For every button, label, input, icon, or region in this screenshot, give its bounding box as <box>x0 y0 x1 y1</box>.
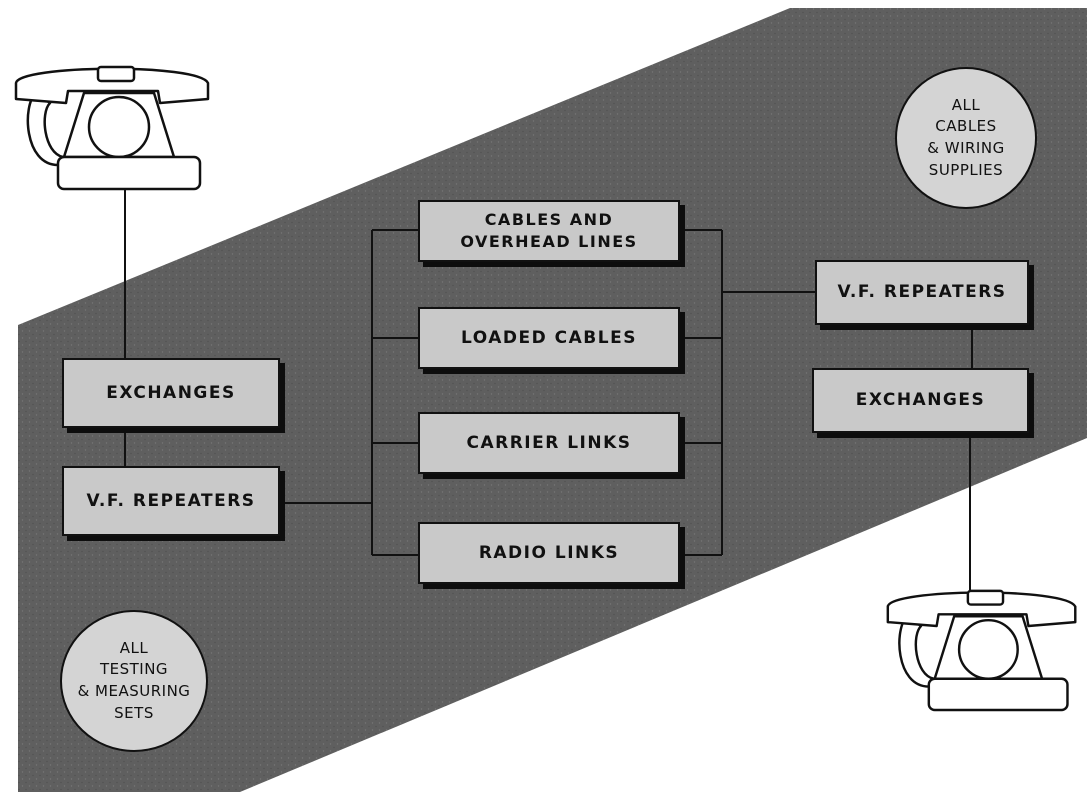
shaded-band <box>18 8 1087 792</box>
telephone-icon <box>886 589 1077 712</box>
left-exchanges-box: EXCHANGES <box>62 358 280 428</box>
loaded-cables-box: LOADED CABLES <box>418 307 680 369</box>
cables-wiring-supplies-note: ALL CABLES & WIRING SUPPLIES <box>895 67 1037 209</box>
right-exchanges-box: EXCHANGES <box>812 368 1029 433</box>
connector-lines <box>124 190 973 598</box>
left-vf-repeaters-box: V.F. REPEATERS <box>62 466 280 536</box>
carrier-links-box: CARRIER LINKS <box>418 412 680 474</box>
testing-measuring-sets-note: ALL TESTING & MEASURING SETS <box>60 610 208 752</box>
cables-overhead-lines-box: CABLES AND OVERHEAD LINES <box>418 200 680 262</box>
right-vf-repeaters-box: V.F. REPEATERS <box>815 260 1029 325</box>
radio-links-box: RADIO LINKS <box>418 522 680 584</box>
telephone-icon <box>14 65 210 191</box>
